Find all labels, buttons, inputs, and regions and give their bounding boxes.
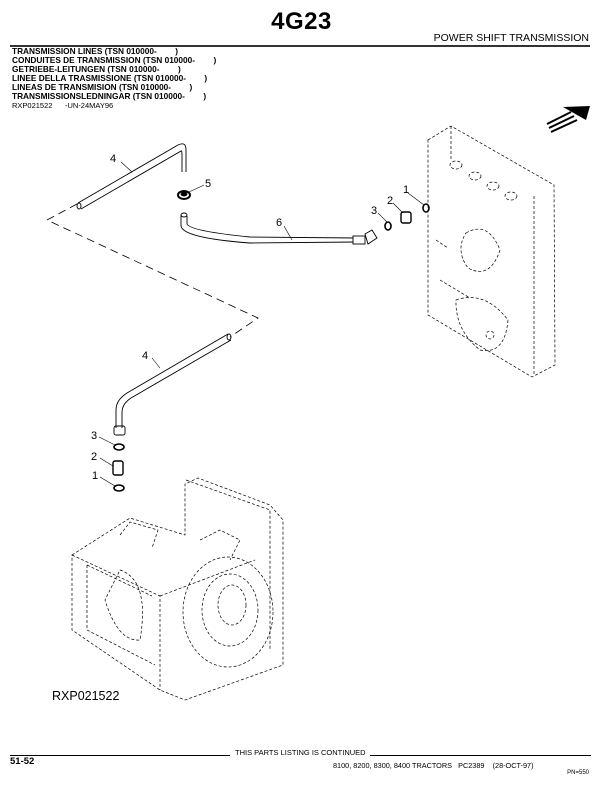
illustration-reference: RXP021522 -UN-24MAY96 [12, 101, 216, 110]
section-title: POWER SHIFT TRANSMISSION [433, 32, 589, 44]
page-number: 51-52 [10, 756, 35, 767]
callout-1-upper: 1 [403, 184, 409, 196]
title-english: TRANSMISSION LINES (TSN 010000- ) [12, 46, 178, 56]
tube-lower [113, 333, 232, 436]
lower-fittings [112, 443, 125, 492]
catalog-date: (28-OCT-97) [492, 761, 534, 770]
illustration-code: -UN-24MAY96 [64, 101, 114, 110]
title-swedish: TRANSMISSIONSLEDNINGAR (TSN 010000- ) [12, 91, 207, 101]
callout-1-lower: 1 [92, 470, 98, 482]
callout-2-lower: 2 [91, 451, 97, 463]
title-french: CONDUITES DE TRANSMISSION (TSN 010000- ) [12, 55, 217, 65]
title-german: GETRIEBE-LEITUNGEN (TSN 010000- ) [12, 64, 181, 74]
hose [180, 212, 378, 245]
tractor-models: 8100, 8200, 8300, 8400 TRACTORS [333, 761, 452, 770]
front-direction-arrow-icon [546, 106, 590, 133]
page-code: 4G23 [271, 8, 332, 35]
tube-upper [76, 143, 187, 210]
footer-divider-right [370, 755, 591, 756]
title-italian: LINEE DELLA TRASMISSIONE (TSN 010000- ) [12, 73, 208, 83]
figure-id: RXP021522 [52, 689, 120, 703]
callout-3-upper: 3 [371, 205, 377, 217]
callout-3-lower: 3 [91, 430, 97, 442]
footer-catalog-info: 8100, 8200, 8300, 8400 TRACTORS PC2389 (… [333, 761, 534, 770]
leader-lines [98, 161, 425, 487]
callout-4-lower: 4 [142, 350, 148, 362]
catalog-number: PC2389 [458, 761, 485, 770]
callout-2-upper: 2 [387, 195, 393, 207]
footer-divider-left [10, 755, 230, 756]
illustration-id: RXP021522 [12, 101, 53, 110]
upper-fittings [384, 203, 430, 231]
continued-notice: THIS PARTS LISTING IS CONTINUED [235, 748, 366, 757]
hose-clamp [177, 190, 191, 200]
transmission-case [71, 477, 284, 701]
callout-5: 5 [205, 178, 211, 190]
callout-4-upper: 4 [110, 153, 116, 165]
header-divider [10, 45, 590, 47]
control-valve-body [427, 125, 556, 378]
callout-6: 6 [276, 217, 282, 229]
part-titles: TRANSMISSION LINES (TSN 010000- ) CONDUI… [12, 46, 217, 111]
pn-code: PN=550 [567, 770, 589, 776]
connection-path-dashed [46, 203, 259, 338]
title-spanish: LINEAS DE TRANSMISION (TSN 010000- ) [12, 82, 193, 92]
